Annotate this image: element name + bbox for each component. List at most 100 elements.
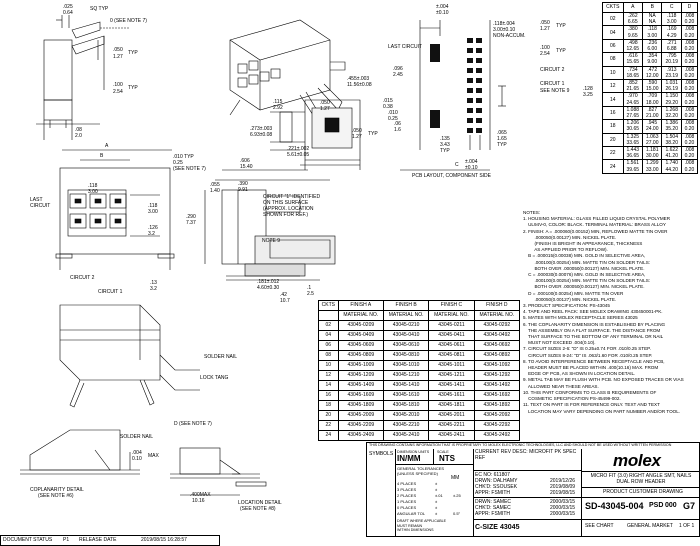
typ-label-iso: TYP <box>368 131 378 137</box>
finish-table-cell: 43045-2411 <box>428 430 475 441</box>
note-line: BOTH OVER .000050(0.00127) MIN. NICKEL P… <box>523 284 645 290</box>
paper-size: C-SIZE <box>475 524 498 531</box>
dim-015-mm: 0.38 <box>383 104 393 110</box>
finish-table-cell: 10 <box>318 360 339 371</box>
dim-table-cell: .709 18.00 <box>641 92 663 107</box>
dim-050-mm: 1.27 <box>113 54 123 60</box>
pcb-dim-004-mm: ±0.10 <box>436 10 449 16</box>
dim-table-cell: .236 6.00 <box>641 38 663 54</box>
dim-table-cell: 1.088 27.65 <box>622 105 644 121</box>
finish-table-cell: 14 <box>318 380 339 391</box>
document-number: SD-43045-004 <box>585 501 644 511</box>
dim-table-cell: 24 <box>602 159 624 174</box>
finish-table-cell: 43045-0611 <box>428 340 475 351</box>
dim-table-cell: 1.325 33.65 <box>622 132 644 148</box>
pcb-dim-100-mm: 2.54 <box>540 51 550 57</box>
date-4: 2000/03/15 <box>550 499 576 505</box>
finish-table-cell: 43045-1609 <box>337 390 384 401</box>
dim-table-cell: 1.150 29.20 <box>661 92 682 107</box>
note-line: .000100(0.00254) MIN. MATTE TIN ON SOLDE… <box>523 278 651 284</box>
tolerance-row: 3 PLACES± <box>397 487 473 493</box>
tolerance-in: ± <box>435 481 438 486</box>
drawn-by: DRWN: DALHAMY <box>475 478 518 484</box>
solder-nail-label: SOLDER NAIL <box>204 354 238 360</box>
front-circuit1: CIRCUIT 1 <box>98 289 123 295</box>
dim-015: .015 <box>383 98 393 104</box>
dim-table-cell: .118 3.00 <box>661 11 682 27</box>
side-dim-42: .42 <box>280 292 287 298</box>
dim-06: .06 <box>394 121 401 127</box>
finish-table-cell: 43045-1809 <box>337 400 384 411</box>
note-line: 3. PRODUCT SPECIFICATION: PS-43045 <box>523 303 610 309</box>
last-circuit-label: LAST CIRCUIT <box>388 44 423 50</box>
tolerance-places: ANGULAR TOL <box>397 511 426 516</box>
finish-table-cell: 12 <box>318 370 339 381</box>
finish-table-cell: 43045-0409 <box>337 330 384 341</box>
revision-value: G7 <box>683 501 696 511</box>
dim-table-cell: 22 <box>602 146 624 161</box>
finish-table-subheader: MATERIAL NO. <box>428 310 475 321</box>
note-line: LOCATION MAY VARY DEPENDING ON PART NUMB… <box>523 408 681 414</box>
dim-table-cell: .970 24.65 <box>622 92 644 107</box>
note-line: NOTES: <box>523 210 541 215</box>
finish-table-cell: 43045-2211 <box>428 420 475 431</box>
top-side-body <box>43 39 73 101</box>
dim-table-header: CKTS <box>602 2 624 13</box>
note-line: HEADER MUST BE PLACED WITHIN .400(10.16)… <box>523 365 659 371</box>
lock-tang-label: LOCK TANG <box>200 375 229 381</box>
dim-table-cell: 1.206 30.65 <box>622 119 644 134</box>
dim-table-header: C <box>661 2 682 13</box>
finish-table-cell: 43045-1610 <box>382 390 430 401</box>
tolerance-in: ± <box>435 487 438 492</box>
ec-no: EC NO: 611807 <box>475 472 510 478</box>
pcb-dim-065: .065 <box>497 130 507 136</box>
molex-logo: molex <box>613 451 661 470</box>
dim-table-cell: 1.063 27.00 <box>641 132 663 148</box>
dim-table-cell: .616 15.65 <box>622 52 644 67</box>
dim-08-mm: 2.0 <box>75 133 82 139</box>
dim-table-cell: 18 <box>602 119 624 134</box>
pcb-dim-128: .128 <box>583 86 593 92</box>
finish-table-cell: 43045-0811 <box>428 350 475 361</box>
scale-value: NTS <box>439 454 455 463</box>
note-line: 4. TAPE AND REEL PACK: SEE MOLEX DRAWING… <box>523 309 663 315</box>
side-dim-181-mm: 4.60±0.30 <box>257 285 280 291</box>
finish-table-cell: 43045-2092 <box>473 410 521 421</box>
front-last-circuit: LAST CIRCUIT <box>30 197 51 209</box>
general-market-label: GENERAL MARKET <box>627 523 673 529</box>
tolerance-places: 1 PLACES <box>397 499 417 504</box>
dim-table-cell: 20 <box>602 132 624 148</box>
tolerance-row: ANGULAR TOL±0.5° <box>397 511 473 517</box>
lower-body <box>59 304 161 381</box>
dim-table-row: 10.734 18.65.472 12.00.913 23.19.008 0.2… <box>602 65 699 81</box>
dim-table-cell: .169 4.29 <box>661 25 682 40</box>
side-dim-606: .606 <box>240 158 250 164</box>
dim-table-cell: .498 12.65 <box>622 38 644 54</box>
note-line: 6. THE COPLANARITY DIMENSION IS ESTABLIS… <box>523 321 666 327</box>
finish-table-cell: 43045-0609 <box>337 340 384 351</box>
finish-table-cell: 24 <box>318 430 339 441</box>
dim-table-cell: 02 <box>602 11 624 27</box>
finish-table-cell: 43045-1492 <box>473 380 521 391</box>
side-dim-290: .290 <box>186 214 196 220</box>
dim-table-cell: .008 0.20 <box>680 105 699 121</box>
finish-table-cell: 18 <box>318 400 339 411</box>
front-see-note7: (SEE NOTE 7) <box>173 166 206 172</box>
front-dim-118b-mm: 3.00 <box>148 209 158 215</box>
doc-status-value: P1 <box>63 537 70 543</box>
pcb-typ-1: TYP <box>556 23 566 29</box>
finish-table-cell: 43045-0692 <box>473 340 521 351</box>
finish-table-cell: 43045-1810 <box>382 400 430 411</box>
checked-by-2: CHK'D: SAMEC <box>475 505 511 511</box>
note-line: BOTH OVER .000050(0.00127) MIN. NICKEL P… <box>523 265 645 271</box>
note-line: EDGE OF PCB, AS SHOWN IN LOCATION DETAIL… <box>523 371 636 377</box>
front-dim-13: .13 <box>150 280 157 286</box>
dim-table-cell: .008 0.20 <box>680 132 699 148</box>
